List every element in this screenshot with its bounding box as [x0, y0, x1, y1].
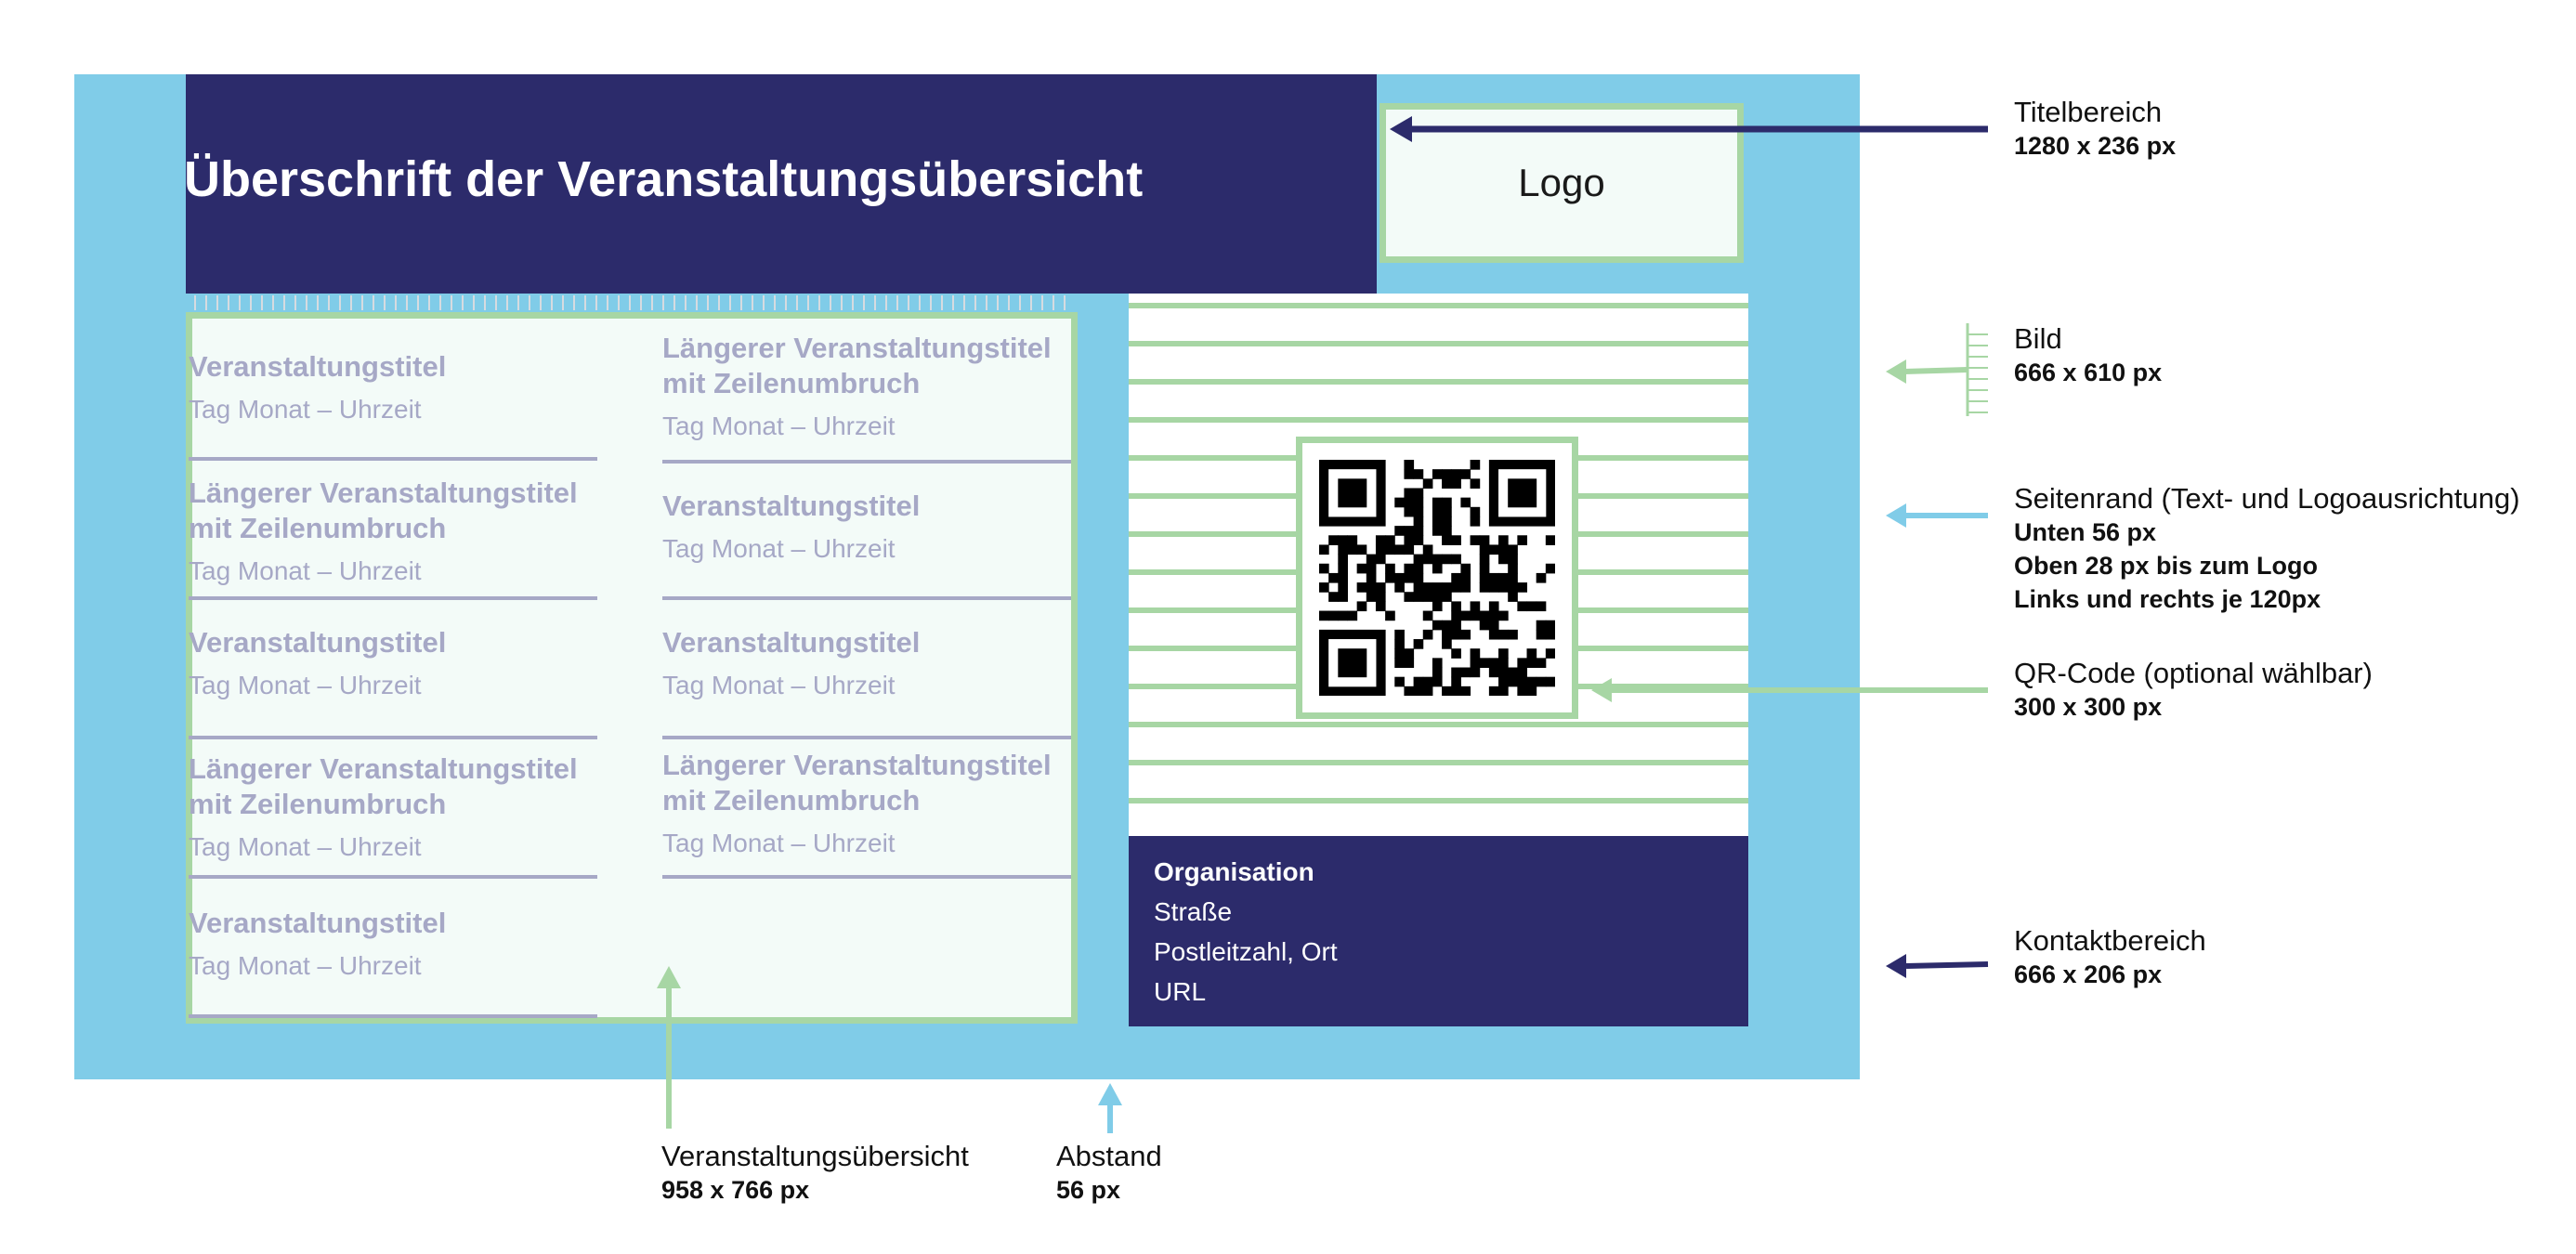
- margin-label: Seitenrand (Text- und Logoausrichtung): [2014, 482, 2520, 515]
- event-separator: [662, 875, 1071, 879]
- title-area-size: 1280 x 236 px: [2014, 132, 2177, 160]
- event-date: Tag Monat – Uhrzeit: [662, 534, 896, 563]
- qr-code-box: [1296, 437, 1578, 719]
- spacing-arrow-icon: [1098, 1083, 1122, 1133]
- contact-area-size: 666 x 206 px: [2014, 960, 2163, 988]
- event-title: Längerer Veranstaltungstitel: [189, 752, 578, 785]
- event-overview-size: 958 x 766 px: [661, 1176, 810, 1204]
- event-separator: [189, 736, 597, 739]
- contact-arrow-icon: [1886, 954, 1989, 978]
- contact-url: URL: [1154, 977, 1207, 1006]
- margin-sides: Links und rechts je 120px: [2014, 585, 2321, 613]
- contact-area: Organisation Straße Postleitzahl, Ort UR…: [1129, 836, 1748, 1026]
- page-title: Überschrift der Veranstaltungsübersicht: [184, 151, 1144, 207]
- event-separator: [189, 596, 597, 600]
- event-title: mit Zeilenumbruch: [189, 512, 447, 544]
- event-separator: [662, 736, 1071, 739]
- spacing-size: 56 px: [1056, 1176, 1121, 1204]
- margin-bottom: Unten 56 px: [2014, 518, 2157, 546]
- event-title: mit Zeilenumbruch: [189, 788, 447, 820]
- event-date: Tag Monat – Uhrzeit: [662, 671, 896, 699]
- event-title: Längerer Veranstaltungstitel: [189, 477, 578, 509]
- contact-organisation: Organisation: [1154, 857, 1314, 886]
- event-title: Längerer Veranstaltungstitel: [662, 332, 1052, 364]
- qr-code-label: QR-Code (optional wählbar): [2014, 657, 2373, 689]
- image-arrow-icon: [1886, 323, 1988, 416]
- event-separator: [662, 596, 1071, 600]
- event-overview: [186, 312, 1078, 1024]
- event-date: Tag Monat – Uhrzeit: [189, 395, 422, 424]
- event-title: Veranstaltungstitel: [662, 626, 921, 659]
- event-overview-label: Veranstaltungsübersicht: [661, 1140, 969, 1172]
- tick-strip: [194, 295, 1066, 310]
- contact-area-label: Kontaktbereich: [2014, 924, 2206, 957]
- event-date: Tag Monat – Uhrzeit: [662, 829, 896, 857]
- event-date: Tag Monat – Uhrzeit: [189, 671, 422, 699]
- event-overview-arrow-icon: [657, 966, 681, 1129]
- margin-top: Oben 28 px bis zum Logo: [2014, 552, 2319, 580]
- spacing-label: Abstand: [1056, 1140, 1162, 1172]
- event-separator: [189, 1014, 597, 1018]
- event-date: Tag Monat – Uhrzeit: [189, 951, 422, 980]
- event-title: Veranstaltungstitel: [189, 626, 447, 659]
- event-separator: [662, 460, 1071, 464]
- event-title: mit Zeilenumbruch: [662, 367, 921, 399]
- image-label: Bild: [2014, 322, 2062, 355]
- logo-label: Logo: [1518, 161, 1605, 204]
- event-separator: [189, 875, 597, 879]
- qr-code-size: 300 x 300 px: [2014, 693, 2163, 721]
- qr-arrow-icon: [1591, 678, 1988, 702]
- title-area: [186, 74, 1377, 294]
- contact-street: Straße: [1154, 897, 1233, 926]
- event-title: Veranstaltungstitel: [662, 490, 921, 522]
- title-area-label: Titelbereich: [2014, 96, 2163, 128]
- title-arrow-icon: [1390, 116, 1988, 142]
- event-title: mit Zeilenumbruch: [662, 784, 921, 816]
- margin-arrow-icon: [1886, 503, 1988, 528]
- qr-code-icon: [1319, 460, 1555, 696]
- event-date: Tag Monat – Uhrzeit: [662, 411, 896, 440]
- contact-city: Postleitzahl, Ort: [1154, 937, 1338, 966]
- event-separator: [189, 457, 597, 461]
- event-date: Tag Monat – Uhrzeit: [189, 556, 422, 585]
- event-date: Tag Monat – Uhrzeit: [189, 832, 422, 861]
- event-title: Veranstaltungstitel: [189, 907, 447, 939]
- event-title: Längerer Veranstaltungstitel: [662, 749, 1052, 781]
- event-title: Veranstaltungstitel: [189, 350, 447, 383]
- image-size: 666 x 610 px: [2014, 359, 2163, 386]
